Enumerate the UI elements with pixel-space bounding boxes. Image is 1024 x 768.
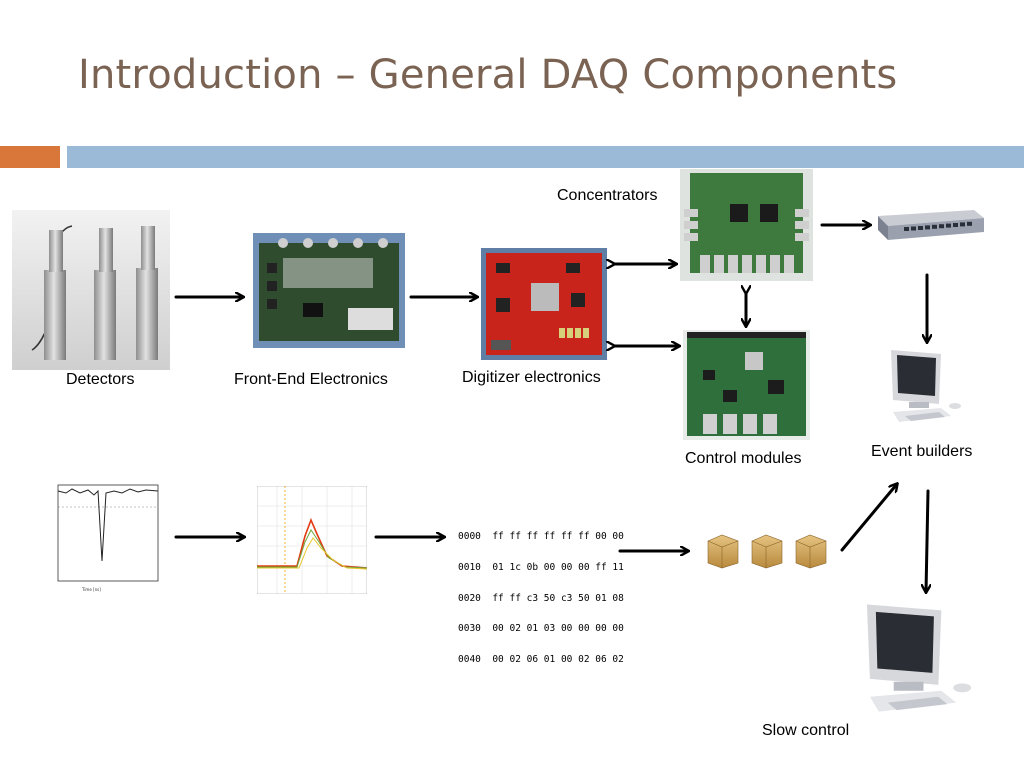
hex-dump: 0000 ff ff ff ff ff ff 00 00 0010 01 1c … <box>458 512 624 675</box>
accent-bar-blue <box>67 146 1024 168</box>
svg-text:Time [ns]: Time [ns] <box>81 587 101 592</box>
shaped-pulse-plot-thumbnail <box>257 486 367 594</box>
network-switch-photo <box>874 208 986 244</box>
data-packages-icons <box>704 533 832 569</box>
hex-dump-row: 0020 ff ff c3 50 c3 50 01 08 <box>458 592 624 604</box>
arrow-packages-to-eventbuilder <box>840 484 897 552</box>
package-icon <box>707 534 739 569</box>
label-front-end-electronics: Front-End Electronics <box>234 371 388 388</box>
arrow-eventbuilder-to-slowcontrol <box>926 489 928 592</box>
hex-dump-row: 0000 ff ff ff ff ff ff 00 00 <box>458 531 624 543</box>
label-slow-control: Slow control <box>762 722 850 739</box>
control-modules-photo <box>683 330 810 440</box>
front-end-electronics-photo <box>253 233 405 348</box>
accent-bar-orange <box>0 146 60 168</box>
digitizer-electronics-photo <box>481 248 607 360</box>
raw-signal-plot-thumbnail: Time [ns] <box>42 481 160 596</box>
hex-dump-row: 0030 00 02 01 03 00 00 00 00 <box>458 623 624 635</box>
slide-title: Introduction – General DAQ Components <box>78 52 898 98</box>
label-digitizer-electronics: Digitizer electronics <box>462 369 601 386</box>
label-concentrators: Concentrators <box>557 187 658 204</box>
label-event-builders: Event builders <box>871 443 973 460</box>
detectors-photo <box>12 210 170 370</box>
event-builder-computer-icon <box>885 346 971 430</box>
hex-dump-row: 0040 00 02 06 01 00 02 06 02 <box>458 653 624 665</box>
slow-control-computer-icon <box>858 597 986 725</box>
label-detectors: Detectors <box>66 371 135 388</box>
hex-dump-row: 0010 01 1c 0b 00 00 00 ff 11 <box>458 562 624 574</box>
label-control-modules: Control modules <box>685 450 802 467</box>
concentrators-photo <box>680 169 813 281</box>
